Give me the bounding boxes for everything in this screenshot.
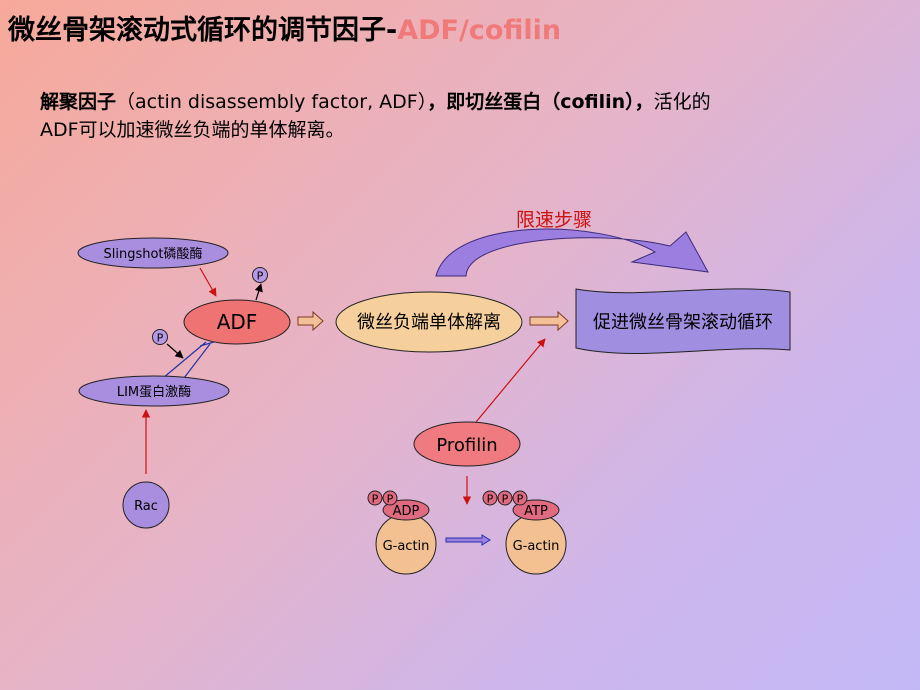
title-accent: ADF/cofilin [397,15,562,46]
svg-text:P: P [257,270,264,283]
page-title: 微丝骨架滚动式循环的调节因子-ADF/cofilin [8,8,561,47]
adp-label: ADP [393,504,420,519]
slingshot-to-adf-arrow [199,267,217,297]
rac-node: Rac [122,481,170,529]
svg-text:P: P [517,493,524,506]
gactin-atp-node: ATP P P P G-actin [482,490,567,575]
intro-bold-2: ，即切丝蛋白（cofilin）， [427,91,654,113]
adf-phosphate-arrow [254,283,263,301]
svg-text:P: P [502,493,509,506]
promote-node: 促进微丝骨架滚动循环 [575,288,791,354]
svg-text:P: P [372,493,379,506]
adf-label: ADF [217,310,258,334]
svg-text:P: P [157,332,164,345]
intro-line-2: ADF可以加速微丝负端的单体解离。 [40,119,345,141]
atp-label: ATP [524,504,548,519]
exchange-arrow [445,534,491,546]
adf-node: ADF [183,299,291,345]
phosphate-badge-adf: P [252,267,268,283]
promote-label: 促进微丝骨架滚动循环 [593,312,773,333]
lim-inhibits-adf [162,341,215,379]
phosphate-badge-lim: P [152,329,168,345]
adf-to-dissociation-arrow [297,310,324,332]
lim-kinase-label: LIM蛋白激酶 [117,384,191,400]
svg-text:P: P [487,493,494,506]
intro-normal-1: （actin disassembly factor, ADF） [116,91,428,113]
profilin-to-dissociation-arrow [475,338,546,423]
intro-normal-2: 活化的 [653,91,711,113]
svg-text:P: P [387,493,394,506]
profilin-node: Profilin [413,421,521,467]
rate-limiting-label: 限速步骤 [516,209,592,231]
gactin-atp-label: G-actin [513,539,560,554]
title-main: 微丝骨架滚动式循环的调节因子- [8,15,398,46]
profilin-label: Profilin [436,435,497,456]
slingshot-node: Slingshot磷酸酶 [77,237,229,269]
gactin-adp-node: ADP P P G-actin [367,490,437,575]
intro-paragraph: 解聚因子（actin disassembly factor, ADF），即切丝蛋… [40,88,840,144]
lim-phosphate-arrow [166,343,184,359]
slingshot-label: Slingshot磷酸酶 [103,246,202,262]
dissociation-node: 微丝负端单体解离 [335,291,523,353]
gactin-adp-label: G-actin [383,539,430,554]
rate-limiting-arrow [435,228,709,277]
dissociation-to-promote-arrow [529,310,569,332]
rac-label: Rac [134,499,158,514]
dissociation-label: 微丝负端单体解离 [357,312,501,333]
intro-bold-1: 解聚因子 [40,91,117,113]
lim-kinase-node: LIM蛋白激酶 [78,375,230,407]
